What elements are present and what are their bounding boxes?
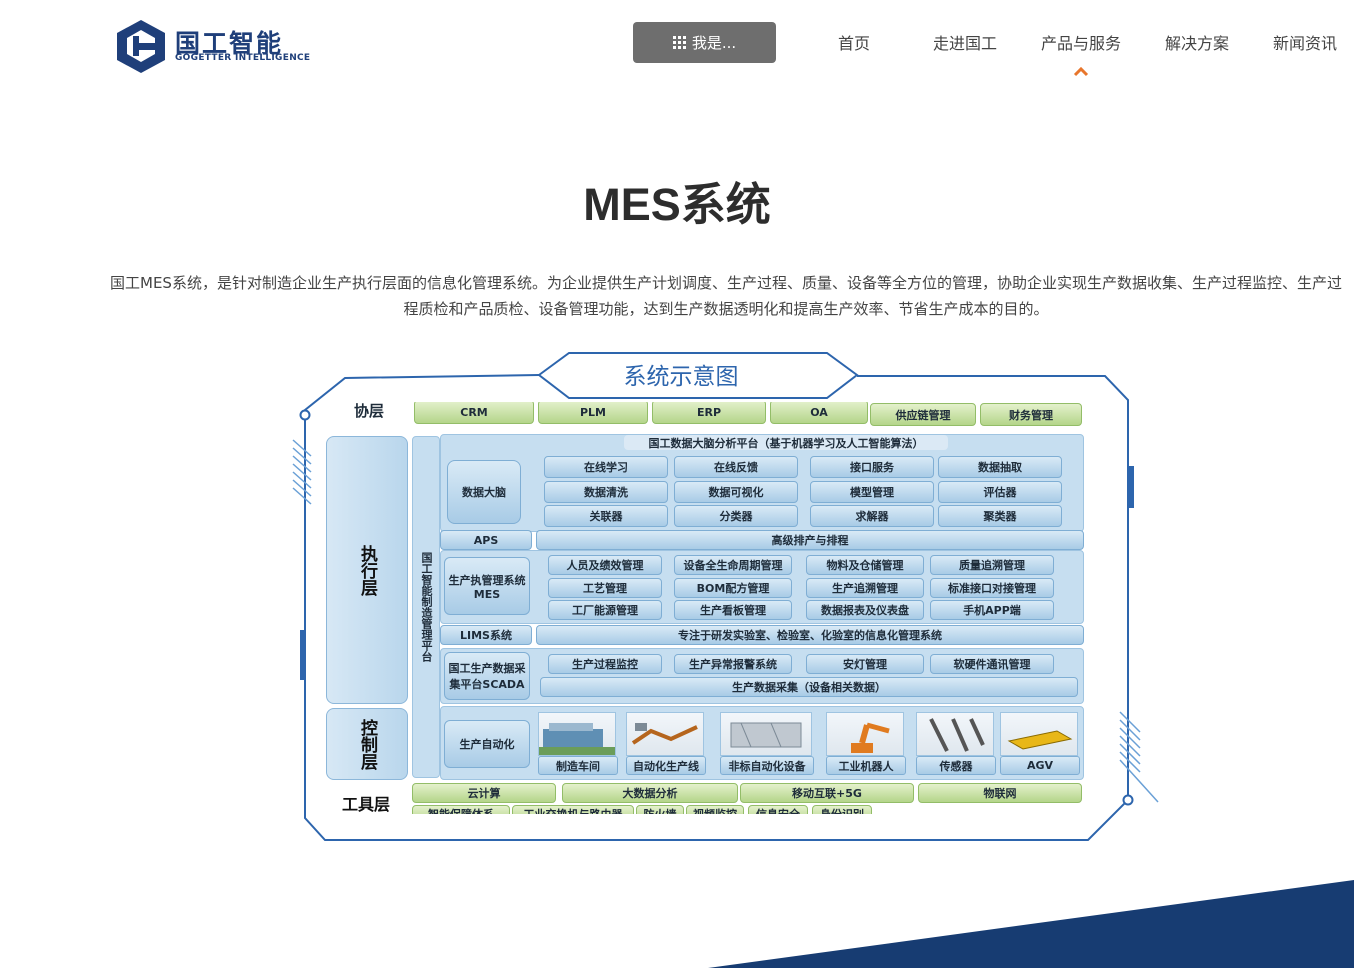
brain-item: 数据可视化 [674, 481, 798, 503]
ai-platform-title: 国工数据大脑分析平台（基于机器学习及人工智能算法） [624, 435, 948, 450]
mes-item: 设备全生命周期管理 [674, 555, 792, 575]
brain-item: 分类器 [674, 505, 798, 527]
device-label: AGV [1000, 756, 1080, 775]
brain-item: 评估器 [938, 481, 1062, 503]
mes-item: 数据报表及仪表盘 [806, 600, 924, 620]
logo-mark-icon [117, 20, 165, 73]
tool-bottom-item: 防火墙 [636, 805, 684, 814]
mes-item: 手机APP端 [930, 600, 1054, 620]
brain-item: 在线学习 [544, 456, 668, 478]
mes-item: 标准接口对接管理 [930, 578, 1054, 598]
conveyor-icon [631, 723, 698, 745]
i-am-label: 我是... [691, 34, 737, 52]
robot-image [826, 712, 904, 756]
mes-item: 生产看板管理 [674, 600, 792, 620]
tool-bottom-item: 身份识别 [812, 805, 872, 814]
tool-bottom-item: 工业交换机与路由器 [512, 805, 634, 814]
mes-item: 人员及绩效管理 [548, 555, 662, 575]
tool-bottom-item: 视频监控 [686, 805, 744, 814]
scada-item: 安灯管理 [806, 654, 924, 674]
tool-bottom-item: 智能保障体系 [412, 805, 510, 814]
nav-home[interactable]: 首页 [838, 34, 871, 53]
logo[interactable]: 国工智能 GOGETTER INTELLIGENCE [115, 18, 310, 74]
sensor-icon [929, 718, 985, 752]
mes-item: BOM配方管理 [674, 578, 792, 598]
agv-image [1000, 712, 1078, 756]
scada-item: 生产过程监控 [548, 654, 662, 674]
brain-item: 聚类器 [938, 505, 1062, 527]
layer-exec: 执行层 [326, 436, 408, 704]
mes-item: 工艺管理 [548, 578, 662, 598]
diagram-title: 系统示意图 [623, 364, 739, 390]
nav-solutions[interactable]: 解决方案 [1165, 34, 1230, 53]
i-am-button[interactable]: 我是... [633, 22, 776, 63]
mes-item: 生产追溯管理 [806, 578, 924, 598]
lims-desc: 专注于研发实验室、检验室、化验室的信息化管理系统 [536, 625, 1084, 645]
layer-tool: 工具层 [341, 795, 390, 814]
brain-item: 求解器 [810, 505, 934, 527]
brain-item: 在线反馈 [674, 456, 798, 478]
tool-item: 大数据分析 [562, 783, 738, 803]
mes-item: 质量追溯管理 [930, 555, 1054, 575]
platform-vertical: 国工智能制造管理平台 [412, 436, 440, 778]
top-item: CRM [414, 402, 534, 424]
mes-item: 物料及仓储管理 [806, 555, 924, 575]
device-label: 制造车间 [538, 756, 618, 775]
brain-item: 模型管理 [810, 481, 934, 503]
intro-paragraph: 国工MES系统，是针对制造企业生产执行层面的信息化管理系统。为企业提供生产计划调… [110, 274, 1342, 318]
grid-icon [672, 36, 686, 49]
system-diagram: 协层 CRM PLM ERP OA 供应链管理 财务管理 执行层 控制层 工具层… [324, 402, 1084, 814]
data-brain: 数据大脑 [447, 460, 521, 524]
robot-arm-icon [851, 722, 890, 753]
scada-item: 软硬件通讯管理 [930, 654, 1054, 674]
top-item: PLM [538, 402, 648, 424]
device-label: 非标自动化设备 [720, 756, 814, 775]
layer-control: 控制层 [326, 708, 408, 780]
nav-about[interactable]: 走进国工 [933, 34, 998, 53]
device-label: 工业机器人 [826, 756, 906, 775]
top-item: 供应链管理 [870, 403, 976, 426]
top-item: 财务管理 [980, 403, 1082, 426]
page-title: MES系统 [583, 179, 771, 230]
brain-item: 数据抽取 [938, 456, 1062, 478]
nav-products[interactable]: 产品与服务 [1041, 34, 1122, 53]
sensor-image [916, 712, 994, 756]
tool-item: 物联网 [918, 783, 1082, 803]
scada-label: 国工生产数据采集平台SCADA [444, 652, 530, 700]
mes-item: 工厂能源管理 [548, 600, 662, 620]
mes-label: 生产执管理系统MES [444, 557, 530, 615]
agv-icon [1007, 730, 1073, 750]
logo-subtitle: GOGETTER INTELLIGENCE [175, 53, 311, 63]
top-item: ERP [652, 402, 766, 424]
brain-item: 关联器 [544, 505, 668, 527]
brain-item: 数据清洗 [544, 481, 668, 503]
device-label: 自动化生产线 [626, 756, 706, 775]
logo-text: 国工智能 [175, 29, 284, 58]
aps-label: APS [440, 530, 532, 550]
aps-desc: 高级排产与排程 [536, 530, 1084, 550]
factory-icon [539, 723, 615, 755]
brain-item: 接口服务 [810, 456, 934, 478]
device-label: 传感器 [916, 756, 996, 775]
scada-collect: 生产数据采集（设备相关数据） [540, 677, 1078, 697]
nav-news[interactable]: 新闻资讯 [1273, 34, 1338, 53]
workshop-image [538, 712, 616, 756]
tool-item: 云计算 [412, 783, 556, 803]
line-image [626, 712, 704, 756]
tool-bottom-item: 信息安全 [748, 805, 808, 814]
tool-item: 移动互联+5G [740, 783, 914, 803]
top-item: OA [770, 402, 868, 424]
active-caret-icon [1073, 67, 1089, 77]
equipment-image [720, 712, 812, 756]
machine-icon [730, 722, 802, 748]
automation-label: 生产自动化 [444, 720, 530, 768]
lims-label: LIMS系统 [440, 625, 532, 645]
scada-item: 生产异常报警系统 [674, 654, 792, 674]
top-layer-label: 协层 [353, 402, 384, 420]
